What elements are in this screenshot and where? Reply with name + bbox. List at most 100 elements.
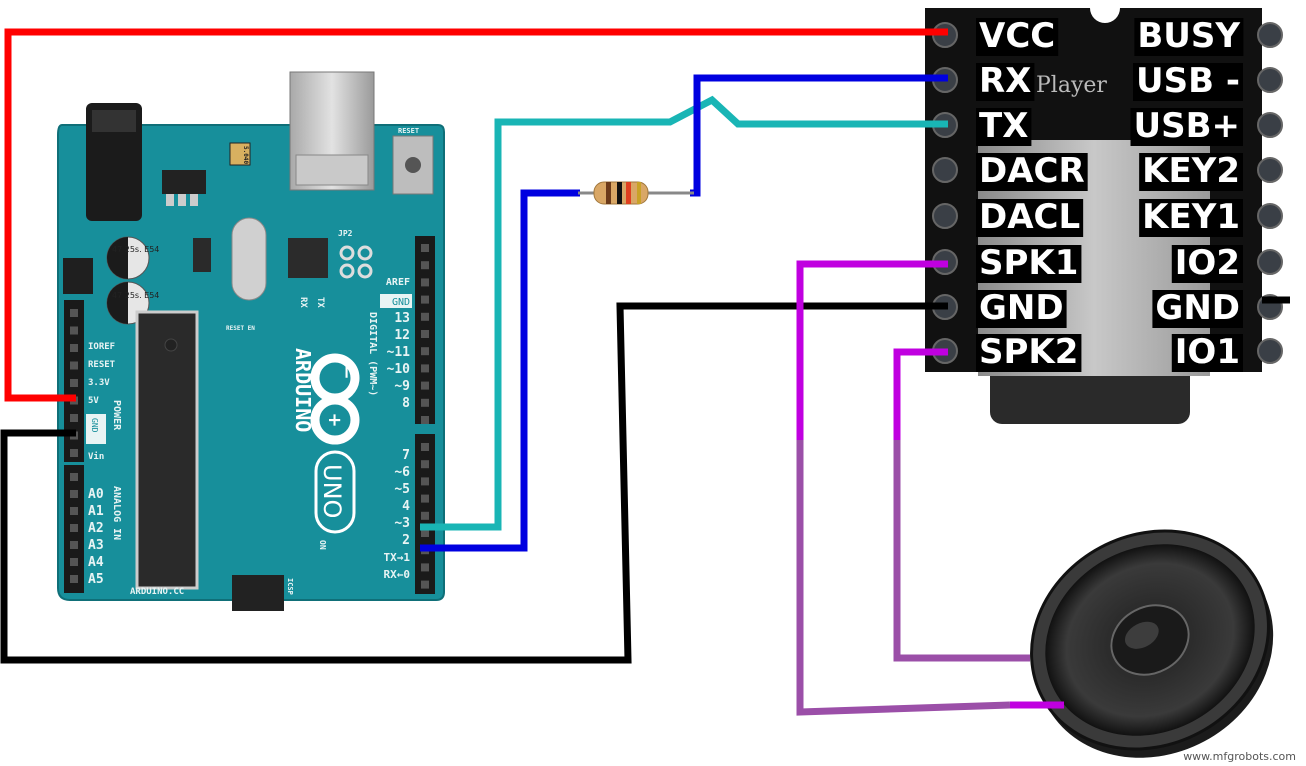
header-pin (70, 309, 78, 317)
reset-label: RESET (398, 127, 419, 135)
header-pin (421, 261, 429, 270)
dc-power-jack (86, 103, 142, 221)
pin-label-background (976, 245, 1082, 283)
pin-label-background (1134, 18, 1244, 56)
pin-label-a1: A1 (88, 504, 104, 519)
rx-led-label: RX (298, 297, 308, 308)
svg-text:−: − (336, 364, 357, 379)
tx-led-label: TX (315, 297, 325, 308)
pin-label-3v3: 3.3V (88, 378, 110, 388)
resistor (578, 181, 694, 205)
pin-label-12: 12 (394, 328, 410, 343)
capacitor-label: 47 25s. E54 (112, 291, 159, 300)
pin-label-background (1130, 108, 1243, 146)
module-pin (1257, 67, 1283, 93)
pin-label-a3: A3 (88, 538, 104, 553)
header-pin (421, 580, 429, 589)
crystal-label: 5.040 (242, 146, 249, 164)
pin-label-ioref: IOREF (88, 342, 115, 352)
pin-label-right-3: KEY2 (1142, 151, 1240, 191)
dfplayer-brand-label: Player (1036, 73, 1107, 98)
pin-label-left-2: TX (979, 106, 1028, 146)
digital-header-label: DIGITAL (PWM~) (367, 312, 378, 396)
pin-label-2: 2 (402, 533, 410, 548)
pin-label-a0: A0 (88, 487, 104, 502)
header-pin (70, 507, 78, 515)
pin-label-background (1171, 334, 1243, 372)
pin-label-right-2: USB+ (1134, 106, 1241, 146)
pin-label-4: 4 (402, 499, 410, 514)
arduino-logo (310, 353, 360, 445)
header-pin (421, 330, 429, 338)
header-pin (70, 524, 78, 532)
reset-button (392, 135, 434, 195)
pin-label-10: ~10 (387, 362, 411, 377)
analog-pin-labels: A0 A1 A2 A3 A4 A5 ANALOG IN (88, 486, 122, 587)
digital-pin-labels: AREF GND 13 12 ~11 ~10 ~9 8 7 ~6 ~5 4 ~3… (380, 277, 412, 581)
pin-label-background (976, 108, 1032, 146)
header-pin (421, 460, 429, 469)
header-pin (70, 541, 78, 549)
speaker (1030, 529, 1274, 758)
pin-label-1: TX→1 (384, 551, 411, 564)
pin-label-5: ~5 (394, 482, 410, 497)
pin-label-background (976, 153, 1088, 191)
module-pin (1257, 157, 1283, 183)
pin-label-aref: AREF (386, 277, 410, 288)
pin-label-vin: Vin (88, 451, 104, 462)
icsp-label: ICSP (286, 578, 294, 595)
header-pin (70, 344, 78, 352)
pin-label-7: 7 (402, 448, 410, 463)
header-pin (421, 511, 429, 520)
pin-label-left-3: DACR (979, 151, 1085, 191)
header-pin (70, 558, 78, 566)
module-pin (1257, 22, 1283, 48)
pin-label-5v: 5V (88, 396, 99, 406)
atmega-chip (135, 310, 199, 590)
crystal-oscillator (231, 217, 267, 301)
pin-label-background (976, 290, 1067, 328)
wire-gnd (0, 302, 948, 664)
header-pin (421, 244, 429, 252)
pin-label-background (976, 18, 1059, 56)
header-pin (70, 326, 78, 335)
pin-label-right-1: USB - (1136, 61, 1240, 101)
header-pin (70, 490, 78, 498)
header-pin (70, 379, 78, 387)
header-pin (70, 414, 78, 422)
pin-label-background (976, 334, 1082, 372)
capacitor: 47 25s. E54 (106, 236, 159, 280)
pin-label-background (1139, 153, 1243, 191)
on-led-label: ON (318, 540, 327, 550)
pin-label-background (1152, 290, 1243, 328)
power-header-label: POWER (111, 400, 122, 431)
analog-header-label: ANALOG IN (111, 486, 122, 540)
pin-label-gnd: GND (90, 418, 99, 433)
pin-label-left-1: RX (979, 61, 1031, 101)
arduino-website-label: ARDUINO.CC (130, 587, 184, 597)
pin-label-8: 8 (402, 396, 410, 411)
wire-spk1 (796, 260, 948, 440)
pin-label-a2: A2 (88, 521, 104, 536)
module-pin (1257, 249, 1283, 275)
pin-label-background (976, 63, 1035, 101)
pin-label-right-0: BUSY (1137, 16, 1240, 56)
capacitor-label: 47 25s. E54 (112, 245, 159, 254)
wire-rx-module (690, 74, 948, 197)
pin-label-gnd-digital: GND (392, 297, 410, 308)
wire-spk1-lower (796, 440, 1011, 716)
arduino-model-label: UNO (318, 464, 346, 518)
pin-label-right-7: IO1 (1175, 332, 1240, 372)
header-pin (70, 449, 78, 457)
wire-spk2-lower (893, 440, 1030, 662)
header-pin (421, 443, 429, 451)
pin-label-a5: A5 (88, 572, 104, 587)
header-pin (421, 494, 429, 503)
watermark: www.mfgrobots.com (1183, 750, 1296, 763)
usb-chip (288, 238, 328, 278)
pin-label-9: ~9 (394, 379, 410, 394)
module-pin (1257, 112, 1283, 138)
pin-label-left-4: DACL (979, 197, 1080, 237)
